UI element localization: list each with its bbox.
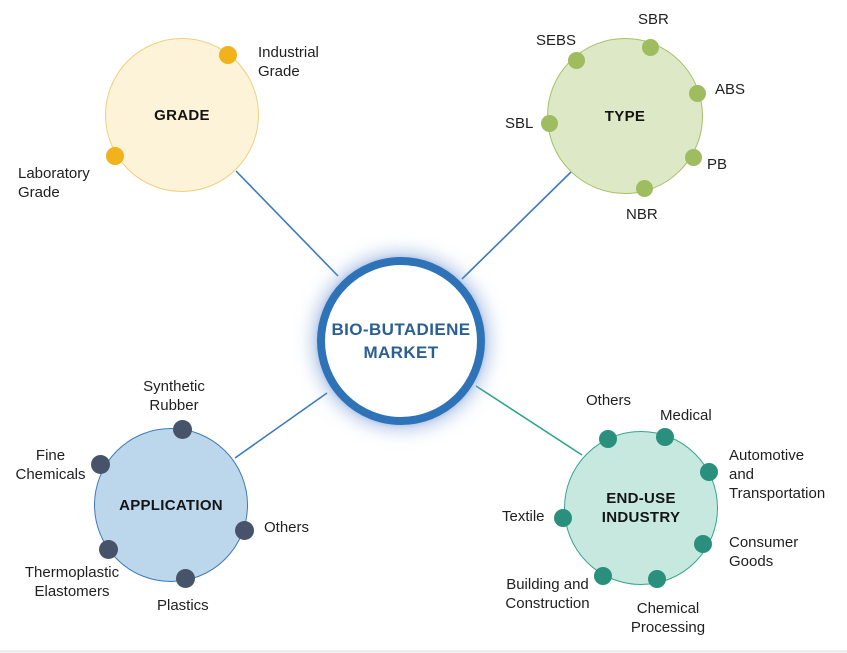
enduse-automotive-label: Automotive and Transportation bbox=[729, 447, 826, 502]
enduse-medical-label: Medical bbox=[660, 407, 712, 424]
hub-circle: BIO-BUTADIENE MARKET bbox=[317, 257, 485, 425]
application-connector-line bbox=[234, 392, 328, 459]
type-pb-dot bbox=[685, 149, 702, 166]
application-node-title: APPLICATION bbox=[119, 496, 223, 514]
enduse-others-dot bbox=[599, 430, 617, 448]
enduse-consumer-goods-label: Consumer Goods bbox=[729, 534, 799, 570]
enduse-node-circle: END-USE INDUSTRY bbox=[564, 431, 718, 585]
type-pb-label: PB bbox=[707, 156, 728, 173]
enduse-others-label: Others bbox=[586, 392, 632, 409]
type-node-title: TYPE bbox=[604, 107, 646, 125]
grade-industrial-dot bbox=[219, 46, 237, 64]
type-sbl-label: SBL bbox=[505, 115, 534, 132]
type-connector-line bbox=[461, 171, 572, 280]
enduse-building-dot bbox=[594, 567, 612, 585]
application-synthetic-rubber-dot bbox=[173, 420, 192, 439]
enduse-consumer-goods-dot bbox=[694, 535, 712, 553]
enduse-textile-label: Textile bbox=[502, 508, 545, 525]
enduse-connector-line bbox=[475, 385, 583, 456]
enduse-automotive-dot bbox=[700, 463, 718, 481]
application-synthetic-rubber-label: Synthetic Rubber bbox=[143, 378, 205, 414]
hub-title: BIO-BUTADIENE MARKET bbox=[331, 320, 471, 362]
type-sebs-dot bbox=[568, 52, 585, 69]
type-nbr-dot bbox=[636, 180, 653, 197]
type-sbr-label: SBR bbox=[638, 11, 669, 28]
type-sebs-label: SEBS bbox=[536, 32, 577, 49]
enduse-chemical-processing-label: Chemical Processing bbox=[630, 600, 706, 636]
application-plastics-label: Plastics bbox=[157, 597, 209, 614]
grade-connector-line bbox=[235, 170, 339, 277]
application-others-label: Others bbox=[264, 519, 310, 536]
type-abs-dot bbox=[689, 85, 706, 102]
type-nbr-label: NBR bbox=[626, 206, 658, 223]
grade-node-title: GRADE bbox=[154, 106, 210, 124]
enduse-textile-dot bbox=[554, 509, 572, 527]
grade-laboratory-label: Laboratory Grade bbox=[18, 165, 90, 201]
type-sbr-dot bbox=[642, 39, 659, 56]
enduse-medical-dot bbox=[656, 428, 674, 446]
enduse-node-title: END-USE INDUSTRY bbox=[601, 490, 681, 526]
enduse-building-label: Building and Construction bbox=[505, 576, 590, 612]
application-thermoplastic-elastomers-dot bbox=[99, 540, 118, 559]
enduse-chemical-processing-dot bbox=[648, 570, 666, 588]
application-others-dot bbox=[235, 521, 254, 540]
application-fine-chemicals-label: Fine Chemicals bbox=[15, 447, 86, 483]
grade-laboratory-dot bbox=[106, 147, 124, 165]
type-abs-label: ABS bbox=[715, 81, 746, 98]
application-thermoplastic-elastomers-label: Thermoplastic Elastomers bbox=[24, 564, 120, 600]
application-node-circle: APPLICATION bbox=[94, 428, 248, 582]
application-fine-chemicals-dot bbox=[91, 455, 110, 474]
grade-node-circle: GRADE bbox=[105, 38, 259, 192]
type-sbl-dot bbox=[541, 115, 558, 132]
application-plastics-dot bbox=[176, 569, 195, 588]
grade-industrial-label: Industrial Grade bbox=[258, 44, 319, 80]
